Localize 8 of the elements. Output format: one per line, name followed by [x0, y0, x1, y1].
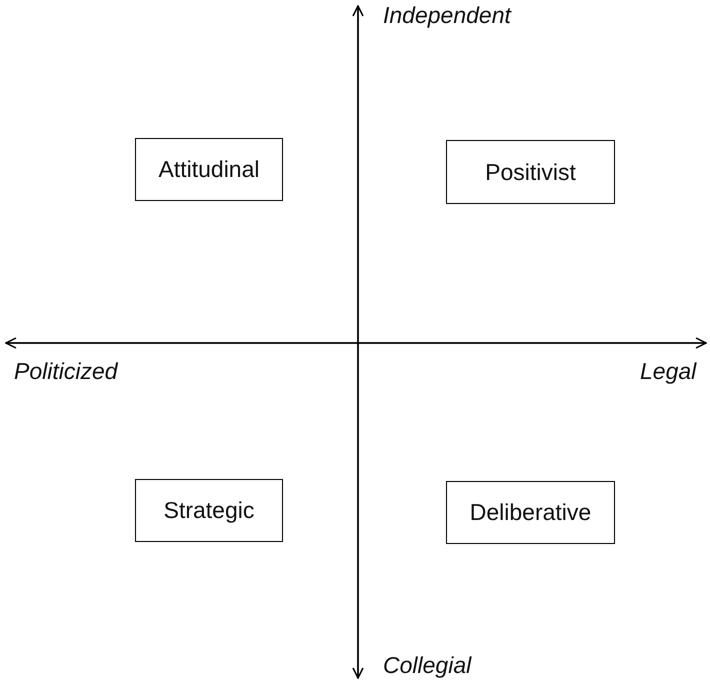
- axis-label: Independent: [383, 2, 511, 29]
- axis-label: Legal: [640, 358, 696, 385]
- axis-label: Collegial: [383, 652, 472, 679]
- quadrant-box: Attitudinal: [135, 138, 283, 201]
- axis-label: Politicized: [14, 358, 118, 385]
- quadrant-box: Deliberative: [446, 481, 615, 544]
- quadrant-box: Strategic: [135, 479, 283, 542]
- quadrant-box: Positivist: [446, 140, 615, 204]
